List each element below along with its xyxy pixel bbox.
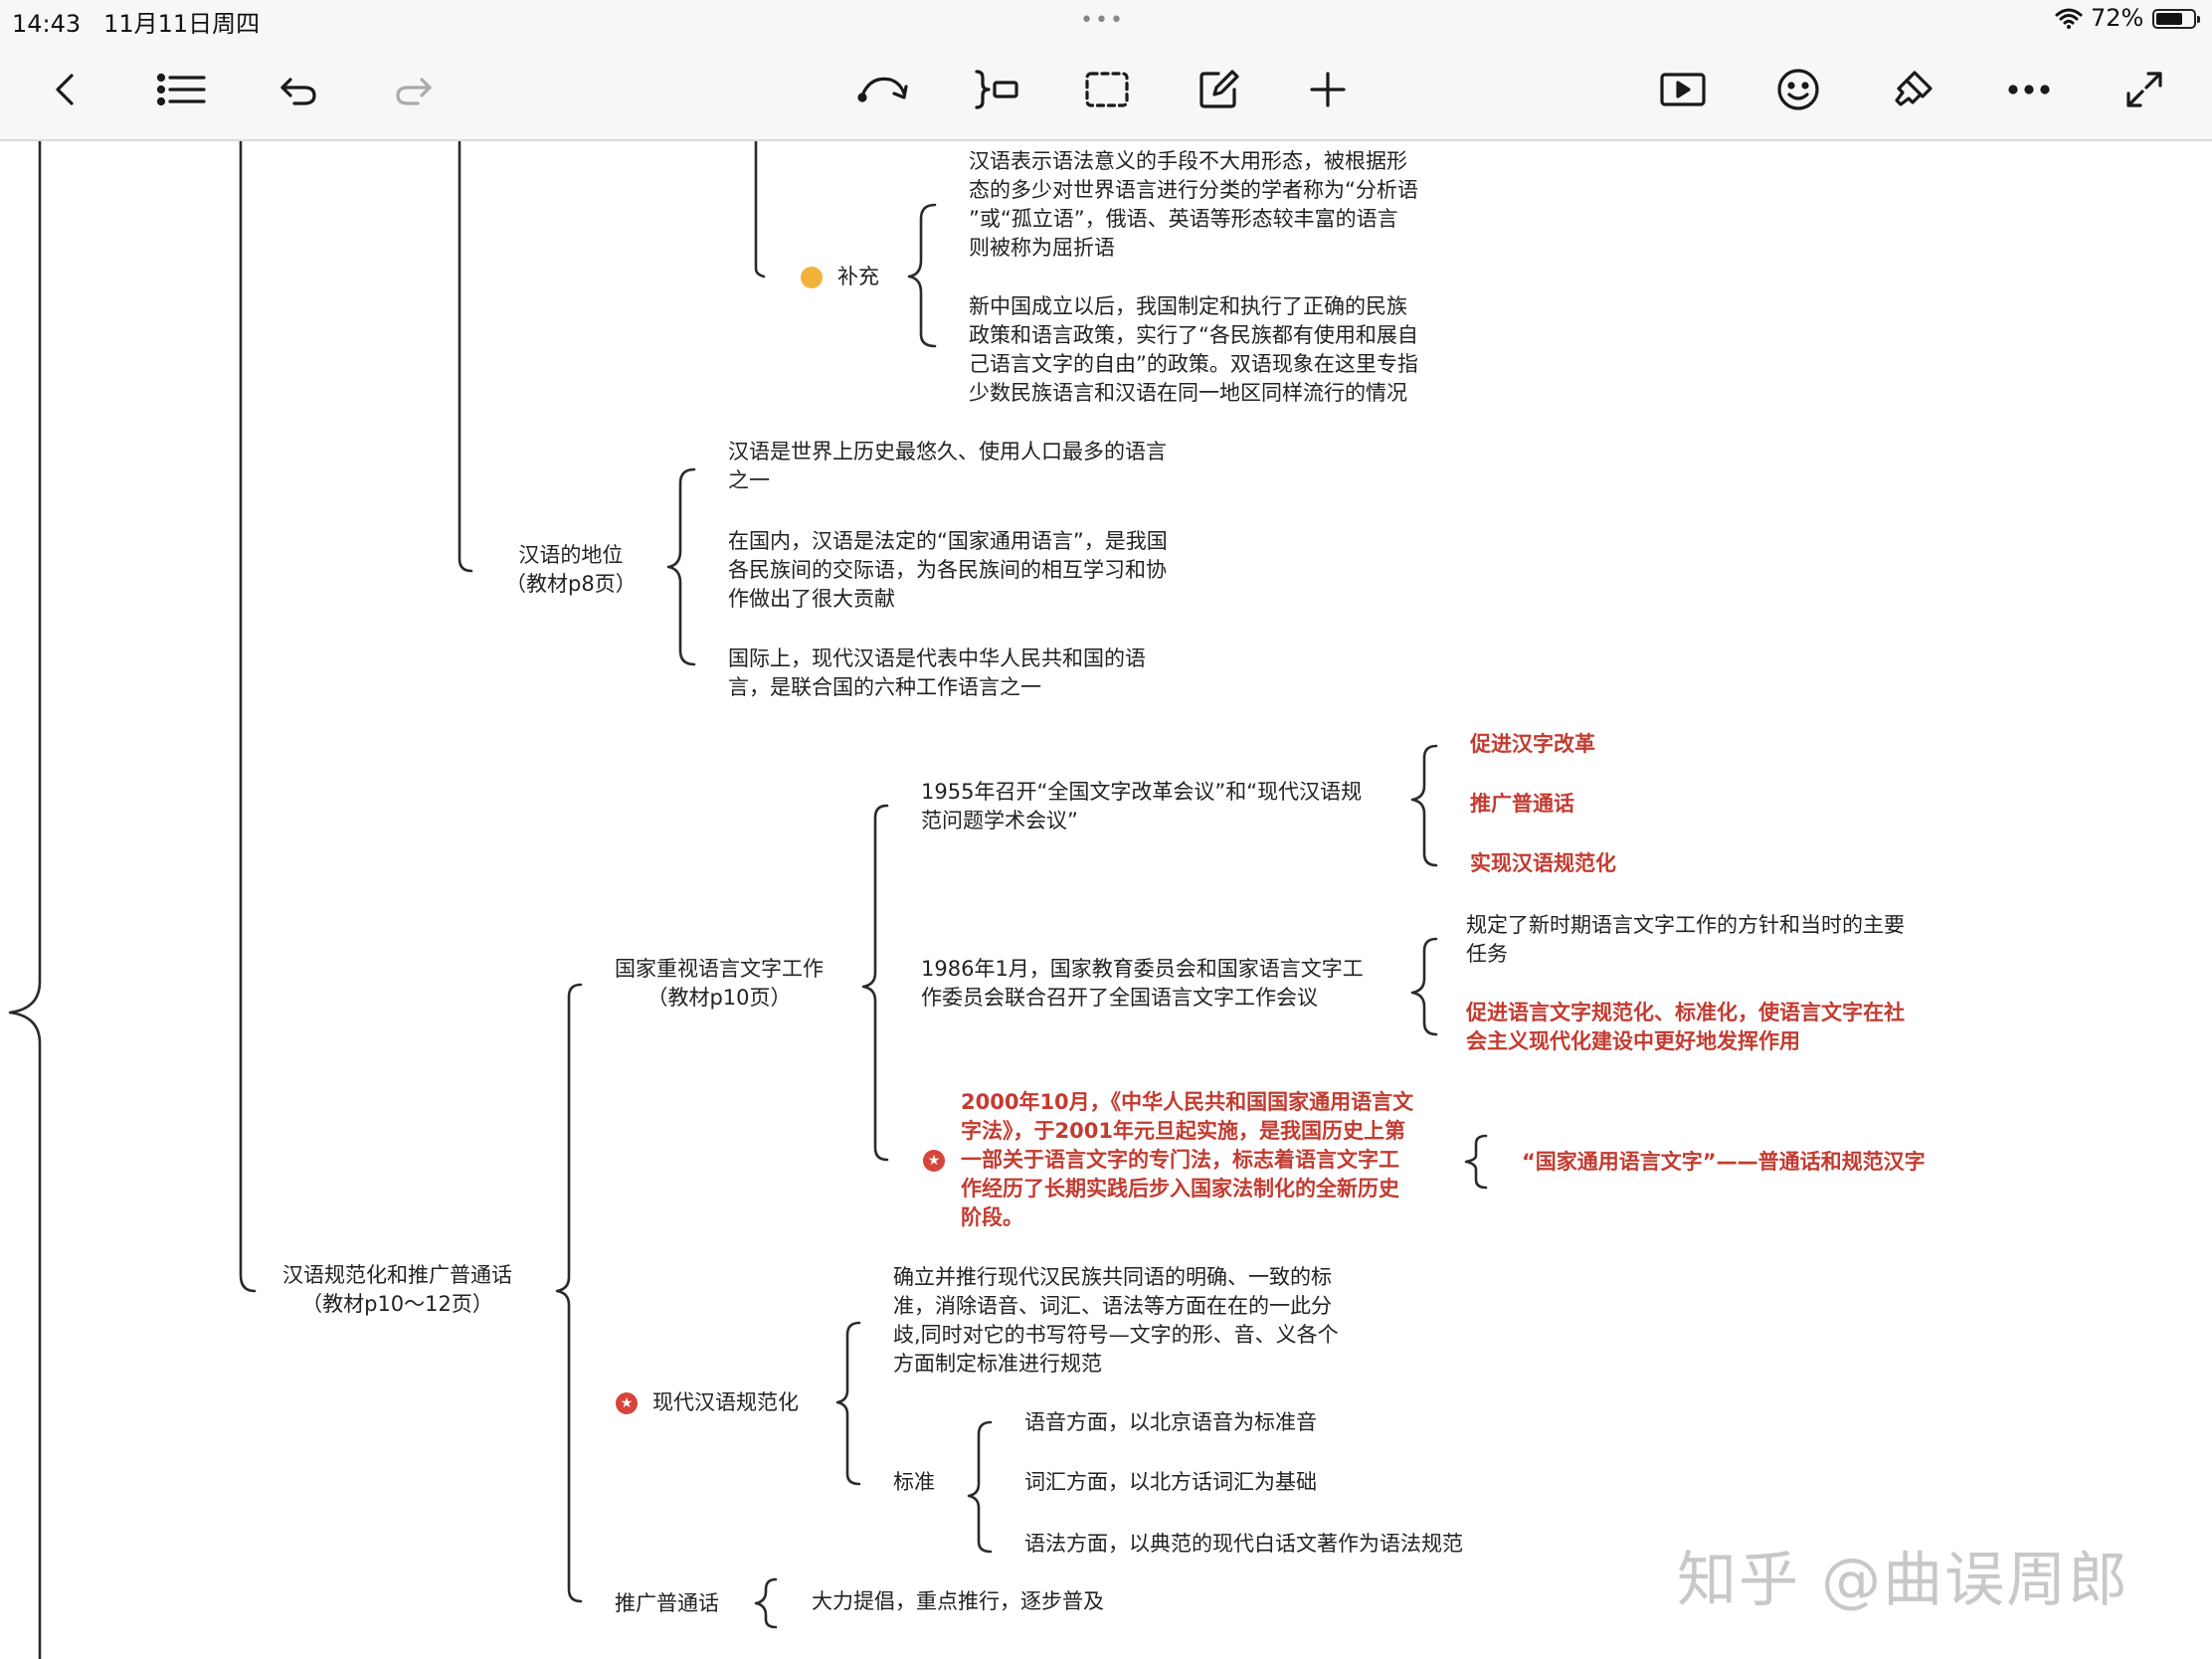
def-line: 歧,同时对它的书写符号—文字的形、音、义各个 — [893, 1323, 1339, 1347]
present-icon[interactable] — [1653, 60, 1713, 119]
battery-percent: 72% — [2091, 4, 2144, 32]
result-line: 会主义现代化建设中更好地发挥作用 — [1466, 1029, 1800, 1053]
result-1986-tasks[interactable]: 规定了新时期语言文字工作的方针和当时的主要 任务 — [1466, 911, 1905, 969]
promote-putonghua-node[interactable]: 推广普通话 — [615, 1591, 719, 1615]
law-definition-node[interactable]: “国家通用语言文字”——普通话和规范汉字 — [1522, 1150, 1926, 1174]
wifi-icon — [2055, 8, 2083, 29]
def-line: 确立并推行现代汉民族共同语的明确、一致的标 — [893, 1265, 1332, 1289]
watermark: 知乎 @曲误周郎 — [1677, 1546, 2130, 1615]
back-icon[interactable] — [36, 60, 95, 119]
yellow-dot-icon — [801, 267, 823, 288]
supplement-note-1[interactable]: 汉语表示语法意义的手段不大用形态，被根据形 态的多少对世界语言进行分类的学者称为… — [969, 147, 1418, 263]
multitask-dots[interactable]: ••• — [1080, 8, 1125, 33]
def-line: 方面制定标准进行规范 — [893, 1352, 1102, 1376]
note-line: 己语言文字的自由”的政策。双语现象在这里专指 — [969, 352, 1418, 376]
node-title: 汉语规范化和推广普通话 — [282, 1263, 512, 1287]
format-brush-icon[interactable] — [1884, 60, 1943, 119]
item-line: 国际上，现代汉语是代表中华人民共和国的语 — [728, 646, 1146, 670]
outline-list-icon[interactable] — [152, 60, 212, 119]
node-title: 汉语的地位 — [518, 543, 624, 567]
more-icon[interactable] — [1999, 60, 2059, 119]
item-line: 汉语是世界上历史最悠久、使用人口最多的语言 — [728, 440, 1167, 463]
node-title: 国家重视语言文字工作 — [615, 957, 824, 981]
goal-putonghua[interactable]: 推广普通话 — [1470, 792, 1574, 816]
node-subtitle: （教材p10～12页） — [301, 1292, 493, 1316]
status-item-1[interactable]: 汉语是世界上历史最悠久、使用人口最多的语言 之一 — [728, 438, 1167, 495]
edit-note-icon[interactable] — [1189, 60, 1248, 119]
status-time: 14:43 11月11日周四 — [12, 10, 261, 38]
event-2000-node[interactable]: 2000年10月，《中华人民共和国国家通用语言文 字法》，于2001年元旦起实施… — [961, 1088, 1413, 1232]
event-line: 字法》，于2001年元旦起实施，是我国历史上第 — [961, 1119, 1405, 1143]
event-1955-node[interactable]: 1955年召开“全国文字改革会议”和“现代汉语规 范问题学术会议” — [921, 778, 1362, 835]
modern-definition-node[interactable]: 确立并推行现代汉民族共同语的明确、一致的标 准，消除语音、词汇、语法等方面在在的… — [893, 1263, 1339, 1379]
standard-grammar[interactable]: 语法方面，以典范的现代白话文著作为语法规范 — [1024, 1532, 1463, 1556]
item-line: 作做出了很大贡献 — [728, 587, 895, 611]
goal-hanzi-reform[interactable]: 促进汉字改革 — [1470, 732, 1595, 756]
event-line: 一部关于语言文字的专门法，标志着语言文字工 — [961, 1148, 1399, 1172]
standard-node[interactable]: 标准 — [893, 1470, 935, 1494]
event-line: 1986年1月，国家教育委员会和国家语言文字工 — [921, 957, 1364, 981]
mindmap-connectors — [8, 141, 1488, 1659]
event-line: 1955年召开“全国文字改革会议”和“现代汉语规 — [921, 780, 1363, 804]
note-line: 新中国成立以后，我国制定和执行了正确的民族 — [969, 294, 1407, 318]
note-line: 态的多少对世界语言进行分类的学者称为“分析语 — [969, 178, 1418, 202]
node-subtitle: （教材p8页） — [505, 572, 637, 596]
item-line: 各民族间的交际语，为各民族间的相互学习和协 — [728, 558, 1167, 582]
note-line: 政策和语言政策，实行了“各民族都有使用和展自 — [969, 323, 1418, 347]
supplement-node[interactable]: 补充 — [837, 265, 879, 288]
supplement-note-2[interactable]: 新中国成立以后，我国制定和执行了正确的民族 政策和语言政策，实行了“各民族都有使… — [969, 292, 1418, 408]
event-1986-node[interactable]: 1986年1月，国家教育委员会和国家语言文字工 作委员会联合召开了全国语言文字工… — [921, 955, 1364, 1013]
add-icon[interactable] — [1298, 60, 1358, 119]
boundary-icon[interactable] — [967, 60, 1026, 119]
item-line: 言，是联合国的六种工作语言之一 — [728, 675, 1041, 699]
national-work-node[interactable]: 国家重视语言文字工作 （教材p10页） — [615, 955, 824, 1013]
node-subtitle: （教材p10页） — [646, 986, 792, 1010]
reconnect-icon[interactable] — [853, 60, 913, 119]
event-line: 作经历了长期实践后步入国家法制化的全新历史 — [961, 1177, 1399, 1200]
select-area-icon[interactable] — [1077, 60, 1137, 119]
fullscreen-icon[interactable] — [2115, 60, 2174, 119]
status-item-2[interactable]: 在国内，汉语是法定的“国家通用语言”，是我国 各民族间的交际语，为各民族间的相互… — [728, 527, 1168, 614]
standardization-node[interactable]: 汉语规范化和推广普通话 （教材p10～12页） — [282, 1261, 512, 1319]
undo-icon[interactable] — [269, 60, 328, 119]
star-marker-icon: ★ — [923, 1150, 945, 1172]
status-item-3[interactable]: 国际上，现代汉语是代表中华人民共和国的语 言，是联合国的六种工作语言之一 — [728, 645, 1146, 702]
goal-standardize[interactable]: 实现汉语规范化 — [1470, 851, 1616, 875]
star-marker-icon: ★ — [616, 1392, 638, 1414]
event-line: 作委员会联合召开了全国语言文字工作会议 — [921, 986, 1318, 1010]
promote-policy-node[interactable]: 大力提倡，重点推行，逐步普及 — [812, 1589, 1104, 1613]
event-line: 阶段。 — [961, 1205, 1023, 1229]
item-line: 在国内，汉语是法定的“国家通用语言”，是我国 — [728, 529, 1168, 553]
item-line: 之一 — [728, 468, 770, 492]
result-line: 促进语言文字规范化、标准化，使语言文字在社 — [1466, 1001, 1905, 1024]
result-1986-goal[interactable]: 促进语言文字规范化、标准化，使语言文字在社 会主义现代化建设中更好地发挥作用 — [1466, 999, 1905, 1056]
note-line: 少数民族语言和汉语在同一地区同样流行的情况 — [969, 381, 1407, 405]
note-line: 汉语表示语法意义的手段不大用形态，被根据形 — [969, 149, 1407, 173]
event-line: 2000年10月，《中华人民共和国国家通用语言文 — [961, 1090, 1414, 1114]
standard-vocabulary[interactable]: 词汇方面，以北方话词汇为基础 — [1024, 1470, 1317, 1494]
note-line: ”或“孤立语”，俄语、英语等形态较丰富的语言 — [969, 207, 1398, 231]
battery-icon — [2152, 9, 2200, 29]
status-node[interactable]: 汉语的地位 （教材p8页） — [505, 541, 637, 599]
emoji-icon[interactable] — [1768, 60, 1828, 119]
event-line: 范问题学术会议” — [921, 809, 1078, 832]
result-line: 规定了新时期语言文字工作的方针和当时的主要 — [1466, 913, 1905, 937]
toolbar — [0, 38, 2212, 141]
result-line: 任务 — [1466, 942, 1508, 966]
mindmap-canvas[interactable]: 汉语表示语法意义的手段不大用形态，被根据形 态的多少对世界语言进行分类的学者称为… — [0, 141, 2212, 1659]
modern-standardization-node[interactable]: 现代汉语规范化 — [652, 1390, 799, 1414]
redo-icon[interactable] — [384, 60, 444, 119]
standard-phonetics[interactable]: 语音方面，以北京语音为标准音 — [1024, 1410, 1317, 1434]
status-bar: 14:43 11月11日周四 ••• 72% — [0, 0, 2212, 38]
note-line: 则被称为屈折语 — [969, 236, 1115, 260]
def-line: 准，消除语音、词汇、语法等方面在在的一此分 — [893, 1294, 1332, 1318]
